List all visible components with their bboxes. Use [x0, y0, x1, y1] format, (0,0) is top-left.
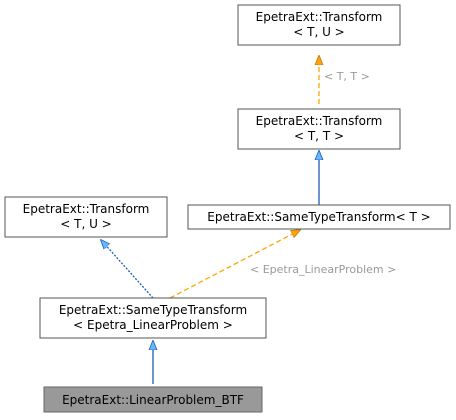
node-same-type-transform-t-line1: EpetraExt::SameTypeTransform< T >: [207, 210, 430, 224]
edges: < T, T > < Epetra_LinearProblem >: [101, 56, 396, 384]
node-linear-problem-btf[interactable]: EpetraExt::LinearProblem_BTF: [43, 386, 263, 413]
node-transform-t-u-left-line1: EpetraExt::Transform: [23, 202, 150, 216]
edge-template-lp: [169, 230, 300, 299]
node-transform-t-u-top-line2: < T, U >: [293, 25, 344, 39]
node-same-type-transform-t[interactable]: EpetraExt::SameTypeTransform< T >: [187, 204, 451, 230]
node-same-type-transform-lp-line2: < Epetra_LinearProblem >: [73, 318, 233, 332]
edge-inherit-lp-left: [101, 240, 154, 299]
nodes: EpetraExt::Transform < T, U > EpetraExt:…: [4, 4, 451, 413]
node-transform-t-u-top[interactable]: EpetraExt::Transform < T, U >: [237, 4, 401, 46]
node-transform-t-t[interactable]: EpetraExt::Transform < T, T >: [237, 108, 401, 150]
node-transform-t-t-line2: < T, T >: [294, 129, 344, 143]
node-same-type-transform-lp-line1: EpetraExt::SameTypeTransform: [59, 303, 247, 317]
node-transform-t-u-left[interactable]: EpetraExt::Transform < T, U >: [4, 196, 168, 238]
node-linear-problem-btf-line1: EpetraExt::LinearProblem_BTF: [62, 393, 244, 407]
node-same-type-transform-lp[interactable]: EpetraExt::SameTypeTransform < Epetra_Li…: [39, 297, 267, 339]
edge-label-lp: < Epetra_LinearProblem >: [250, 263, 396, 276]
node-transform-t-t-line1: EpetraExt::Transform: [256, 114, 383, 128]
edge-label-t-t: < T, T >: [324, 70, 370, 83]
node-transform-t-u-top-line1: EpetraExt::Transform: [256, 10, 383, 24]
node-transform-t-u-left-line2: < T, U >: [60, 217, 111, 231]
